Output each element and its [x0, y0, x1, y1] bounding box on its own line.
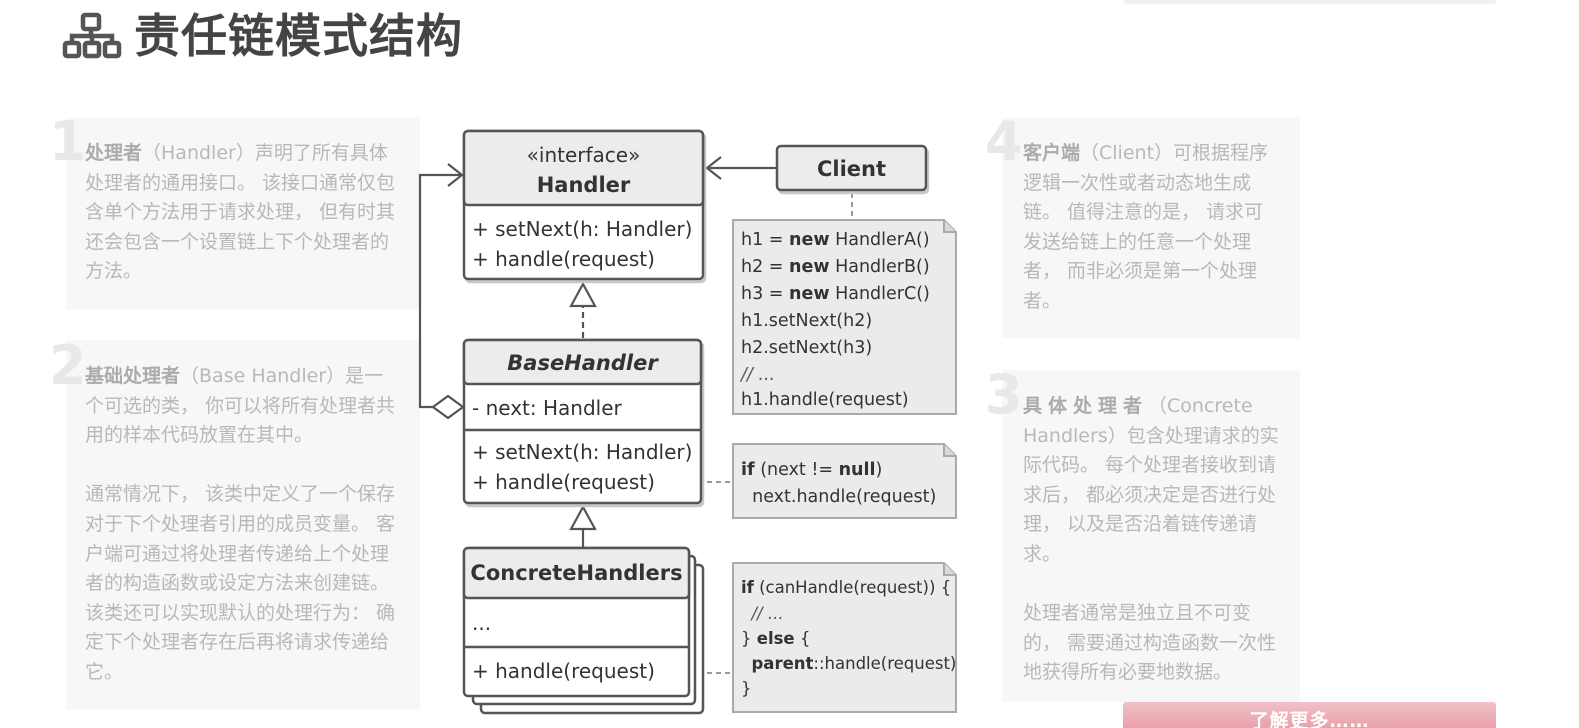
note-text-client: 客户端（Client）可根据程序逻辑一次性或者动态地生成链。 值得注意的是， 请… [1023, 142, 1269, 312]
concrete-handlers-code-note: if (canHandle(request)) { // ... } else … [732, 562, 957, 713]
handler-class-name: Handler [537, 173, 631, 197]
base-handler-field: - next: Handler [472, 396, 623, 420]
client-code-note: h1 = new HandlerA() h2 = new HandlerB() … [732, 219, 957, 415]
code-line: h1 = new HandlerA() [741, 230, 930, 250]
aggregation-diamond [431, 394, 465, 420]
code-line: if (canHandle(request)) { [741, 578, 951, 597]
client-arrow [705, 156, 777, 180]
handler-stereotype: «interface» [527, 143, 641, 167]
base-handler-code-note: if (next != null) next.handle(request) [732, 443, 957, 519]
note-card-base-handler [66, 340, 420, 710]
handler-method: + setNext(h: Handler) [472, 217, 692, 241]
page-title: 责任链模式结构 [134, 9, 463, 63]
client-box: Client [775, 144, 928, 192]
code-line: if (next != null) [741, 460, 882, 480]
note-text-concrete: 具体处理者（Concrete Handlers）包含处理请求的实际代码。 每个处… [1023, 395, 1279, 684]
note-card-client [1002, 118, 1300, 338]
code-line: // ... [739, 365, 775, 385]
base-handler-box: BaseHandler - next: Handler + setNext(h:… [462, 338, 703, 505]
code-line: } else { [741, 629, 810, 648]
code-line: // ... [741, 604, 784, 623]
concrete-handlers-class-name: ConcreteHandlers [470, 561, 682, 585]
code-line: } [741, 679, 752, 698]
note-number: 4 [985, 110, 1023, 173]
note-term: 客户端 [1023, 142, 1081, 164]
concrete-handlers-box: ConcreteHandlers ... + handle(request) [462, 546, 705, 715]
concrete-handlers-method: + handle(request) [472, 659, 655, 683]
client-class-name: Client [817, 157, 886, 181]
base-handler-class-name: BaseHandler [507, 351, 659, 375]
concrete-handlers-field: ... [472, 611, 491, 635]
base-handler-method: + setNext(h: Handler) [472, 440, 692, 464]
note-number: 2 [49, 334, 87, 397]
learn-more-button[interactable]: 了解更多…… [1123, 702, 1496, 728]
handler-method: + handle(request) [472, 247, 655, 271]
note-number: 1 [49, 110, 87, 173]
code-line: h2 = new HandlerB() [741, 257, 930, 277]
top-strip [1124, 0, 1496, 4]
base-handler-method: + handle(request) [472, 470, 655, 494]
code-line: h1.handle(request) [741, 390, 909, 410]
note-text-handler: 处理者（Handler）声明了所有具体处理者的通用接口。 该接口通常仅包含单个方… [85, 142, 396, 283]
learn-more-label: 了解更多…… [1249, 710, 1370, 728]
note-card-handler [66, 118, 420, 310]
inheritance-arrowhead [569, 504, 597, 531]
note-term: 处理者 [85, 142, 143, 164]
hierarchy-icon [62, 12, 122, 59]
note-number: 3 [985, 363, 1023, 426]
code-line: h2.setNext(h3) [741, 338, 872, 358]
note-term: 具体处理者 [1023, 395, 1149, 417]
code-line: h3 = new HandlerC() [741, 284, 930, 304]
note-text-base-handler: 基础处理者（Base Handler）是一个可选的类， 你可以将所有处理者共用的… [85, 365, 396, 683]
note-card-concrete [1002, 370, 1300, 702]
handler-interface-box: «interface» Handler + setNext(h: Handler… [462, 129, 705, 281]
note-term: 基础处理者 [85, 365, 181, 387]
code-line: parent::handle(request) [741, 654, 956, 673]
aggregation-connector [418, 163, 464, 409]
realization-arrowhead [569, 281, 597, 308]
code-line: next.handle(request) [741, 487, 936, 507]
code-line: h1.setNext(h2) [741, 311, 872, 331]
